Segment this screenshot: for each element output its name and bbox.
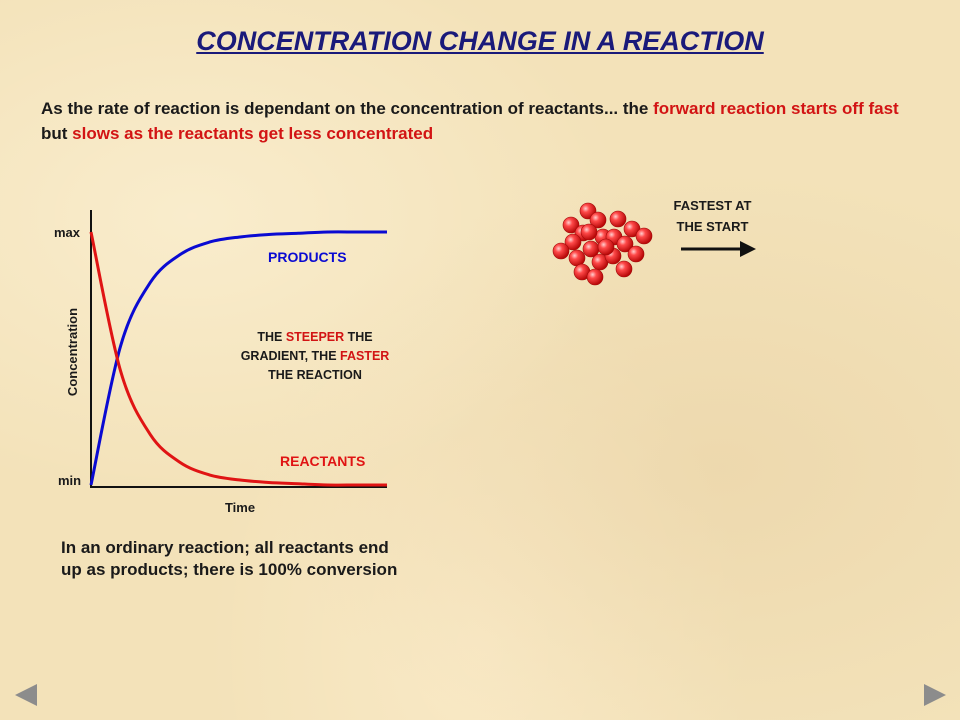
molecule	[552, 242, 570, 260]
molecule	[564, 233, 582, 251]
molecule	[586, 268, 604, 286]
molecule	[589, 211, 607, 229]
prev-slide-icon[interactable]	[15, 684, 37, 706]
intro-part-4: slows as the reactants get less concentr…	[72, 124, 434, 143]
intro-text: As the rate of reaction is dependant on …	[41, 96, 921, 146]
molecule	[568, 249, 586, 267]
molecule	[597, 238, 615, 256]
conclusion-line-2: up as products; there is 100% conversion	[61, 560, 398, 579]
y-tick-min: min	[58, 473, 81, 488]
gradient-annotation: THE STEEPER THE GRADIENT, THE FASTER THE…	[241, 330, 390, 382]
molecule-cluster	[552, 202, 653, 286]
x-axis-label: Time	[225, 500, 255, 515]
intro-part-3: but	[41, 124, 73, 143]
arrow-right-icon	[681, 241, 756, 257]
molecule	[616, 235, 634, 253]
fastest-label: FASTEST AT THE START	[655, 195, 770, 237]
molecule	[635, 227, 653, 245]
products-curve	[89, 230, 387, 486]
page-title: CONCENTRATION CHANGE IN A REACTION	[196, 26, 764, 56]
fastest-label-line-1: FASTEST AT	[673, 198, 752, 213]
reactants-curve	[89, 231, 387, 487]
molecule	[562, 216, 580, 234]
molecule	[580, 223, 598, 241]
molecule	[615, 260, 633, 278]
annotation-line-1: THE STEEPER THE	[257, 330, 372, 344]
molecule	[627, 245, 645, 263]
y-axis-label: Concentration	[65, 308, 80, 396]
annotation-line-2: GRADIENT, THE FASTER	[241, 349, 390, 363]
molecule	[609, 210, 627, 228]
intro-part-2: forward reaction starts off fast	[653, 99, 899, 118]
intro-part-1: As the rate of reaction is dependant on …	[41, 99, 654, 118]
y-tick-max: max	[54, 225, 81, 240]
fastest-label-line-2: THE START	[676, 219, 749, 234]
conclusion-line-1: In an ordinary reaction; all reactants e…	[61, 538, 389, 557]
annotation-line-3: THE REACTION	[268, 368, 362, 382]
next-slide-icon[interactable]	[924, 684, 946, 706]
products-label: PRODUCTS	[268, 249, 347, 265]
reactants-label: REACTANTS	[280, 453, 365, 469]
conclusion-text: In an ordinary reaction; all reactants e…	[61, 537, 481, 581]
